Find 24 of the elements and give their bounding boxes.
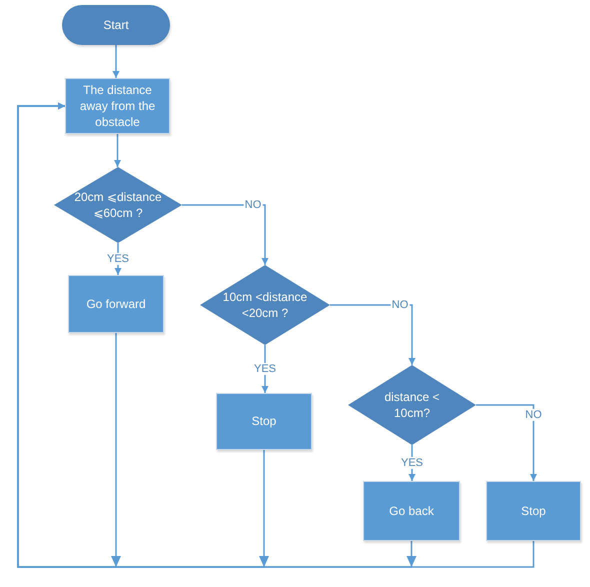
node-text: Stop [520, 502, 547, 520]
process-box [486, 481, 581, 541]
node-text: Stop [250, 413, 278, 430]
node-text: 10cm <distance <20cm ? [222, 288, 308, 322]
node-text: The distance away from the obstacle [78, 82, 156, 130]
node-text: Start [102, 16, 130, 34]
process-box [363, 481, 460, 541]
edge-label: NO [390, 298, 410, 312]
edge-label: NO [524, 408, 543, 422]
edge-label: YES [400, 456, 424, 470]
start-terminal [62, 5, 170, 45]
node-text: 20cm ⩽distance ⩽60cm ? [73, 188, 163, 222]
decision-diamond [54, 167, 182, 243]
decision-diamond [200, 265, 330, 345]
edge-label: YES [106, 252, 130, 266]
decision-diamond [348, 365, 476, 445]
node-text: Go back [388, 502, 435, 520]
node-text: distance < 10cm? [383, 388, 441, 422]
node-text: Go forward [85, 296, 147, 312]
edge-label: NO [244, 198, 262, 212]
process-box [68, 275, 164, 333]
edge-label: YES [253, 362, 277, 376]
process-box [65, 78, 170, 134]
process-box [216, 393, 312, 450]
